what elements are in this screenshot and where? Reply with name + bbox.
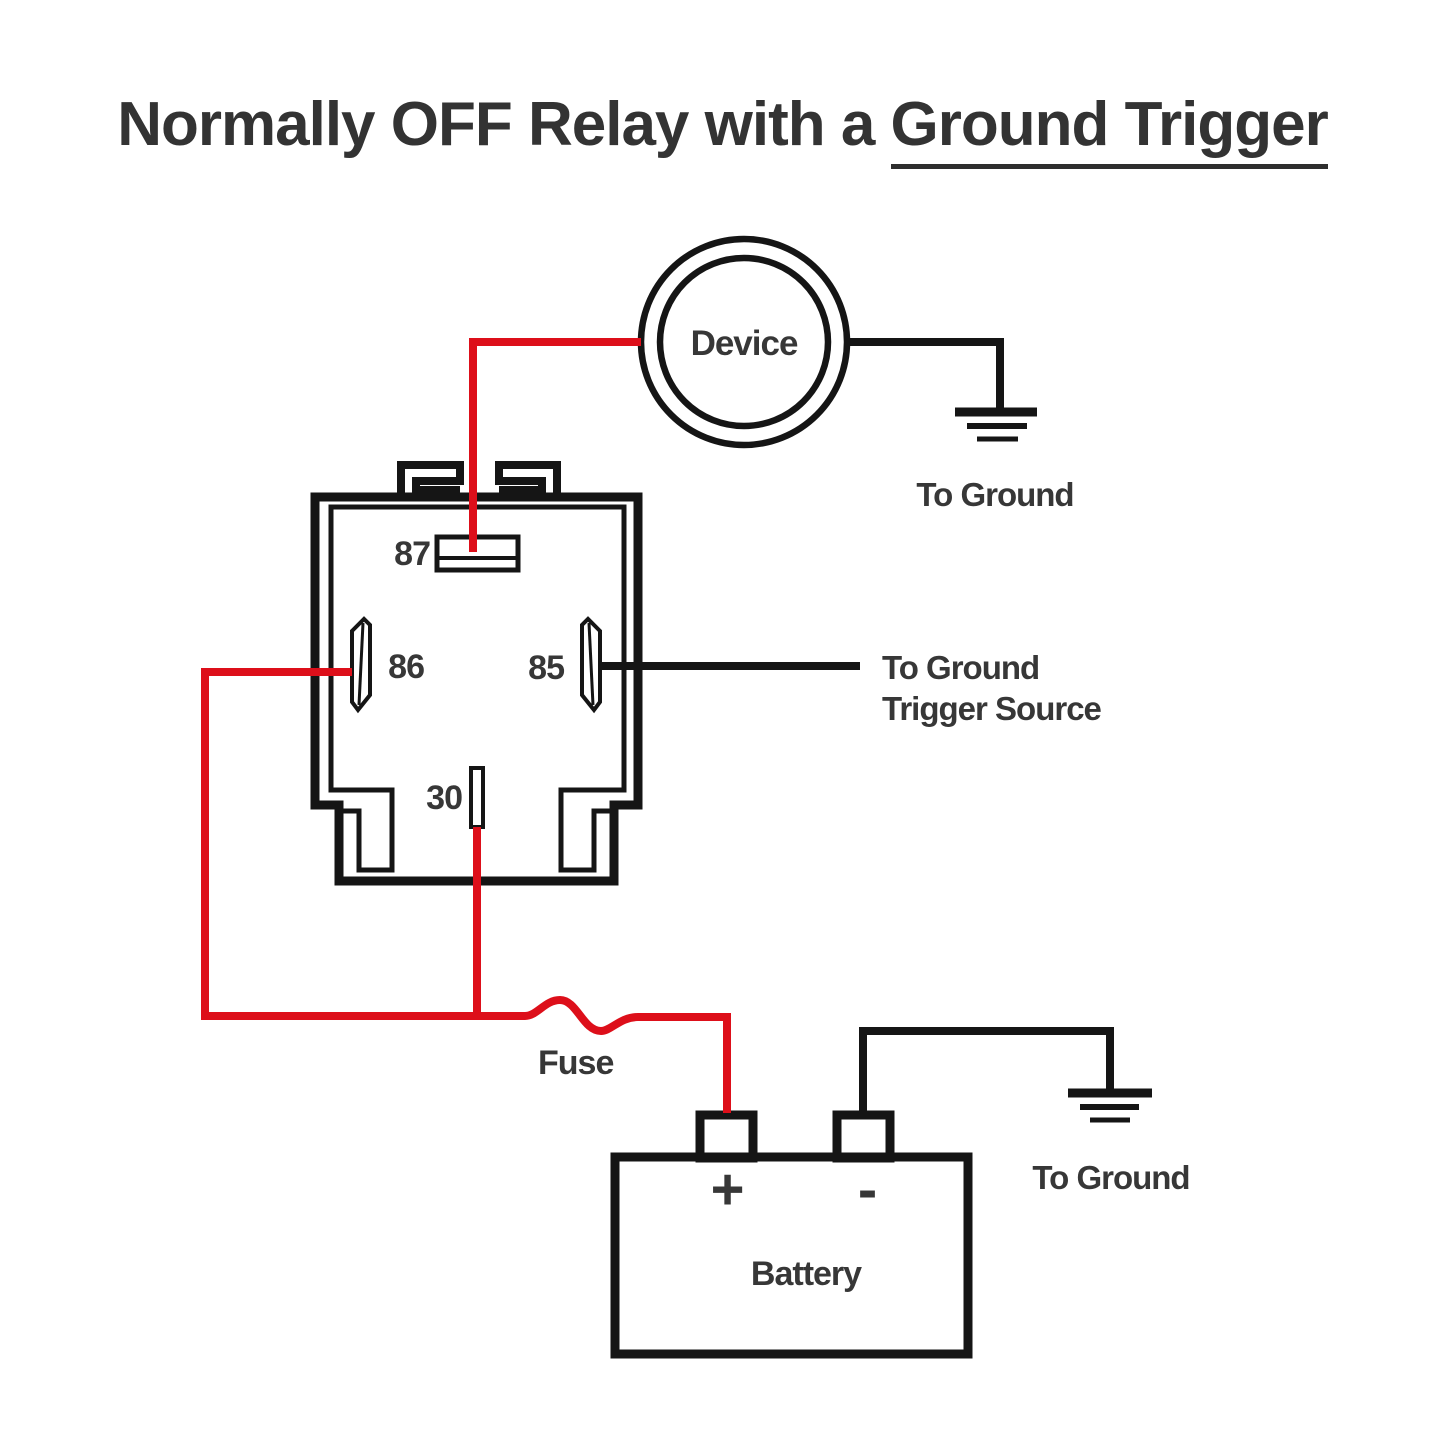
relay-terminal-86: [350, 616, 372, 714]
wire-86-fuse-to-battery: [201, 668, 731, 1113]
battery-post-negative: [832, 1110, 895, 1163]
title-underlined-text: Ground Trigger: [890, 90, 1329, 169]
battery-positive-label: +: [711, 1157, 744, 1222]
terminal-30-label: 30: [426, 779, 462, 817]
wire-battery-to-ground: [859, 1027, 1114, 1116]
relay-terminal-87: [434, 534, 521, 573]
device-ground-label: To Ground: [916, 476, 1073, 513]
terminal-86-label: 86: [388, 648, 424, 686]
battery-negative-label: -: [858, 1157, 876, 1222]
battery: [610, 1110, 973, 1359]
wire-device-to-87: [469, 338, 641, 552]
device-inner-circle: [656, 254, 832, 430]
relay-inner-liner: [328, 504, 627, 873]
ground-symbol-device: [955, 407, 1037, 442]
trigger-source-label-line2: Trigger Source: [882, 690, 1102, 727]
fuse-label: Fuse: [538, 1044, 613, 1082]
title-text: Normally OFF Relay with a: [117, 90, 891, 159]
relay-terminal-30: [469, 766, 485, 829]
battery-ground-label: To Ground: [1032, 1159, 1189, 1196]
battery-body: [610, 1152, 973, 1359]
battery-label: Battery: [751, 1255, 862, 1293]
relay-outer-case: [310, 492, 643, 886]
relay-terminal-85: [580, 616, 602, 714]
terminal-87-label: 87: [394, 535, 430, 573]
battery-post-positive: [695, 1110, 758, 1163]
page-title: Normally OFF Relay with a Ground Trigger: [0, 90, 1445, 169]
wire-device-to-ground: [845, 338, 1004, 409]
terminal-85-label: 85: [528, 649, 564, 687]
relay-top-tab-right: [495, 461, 561, 499]
device-label: Device: [691, 324, 798, 363]
ground-symbol-battery: [1068, 1088, 1152, 1123]
relay-top-tab-left: [397, 461, 464, 499]
trigger-source-label-line1: To Ground: [882, 649, 1039, 686]
